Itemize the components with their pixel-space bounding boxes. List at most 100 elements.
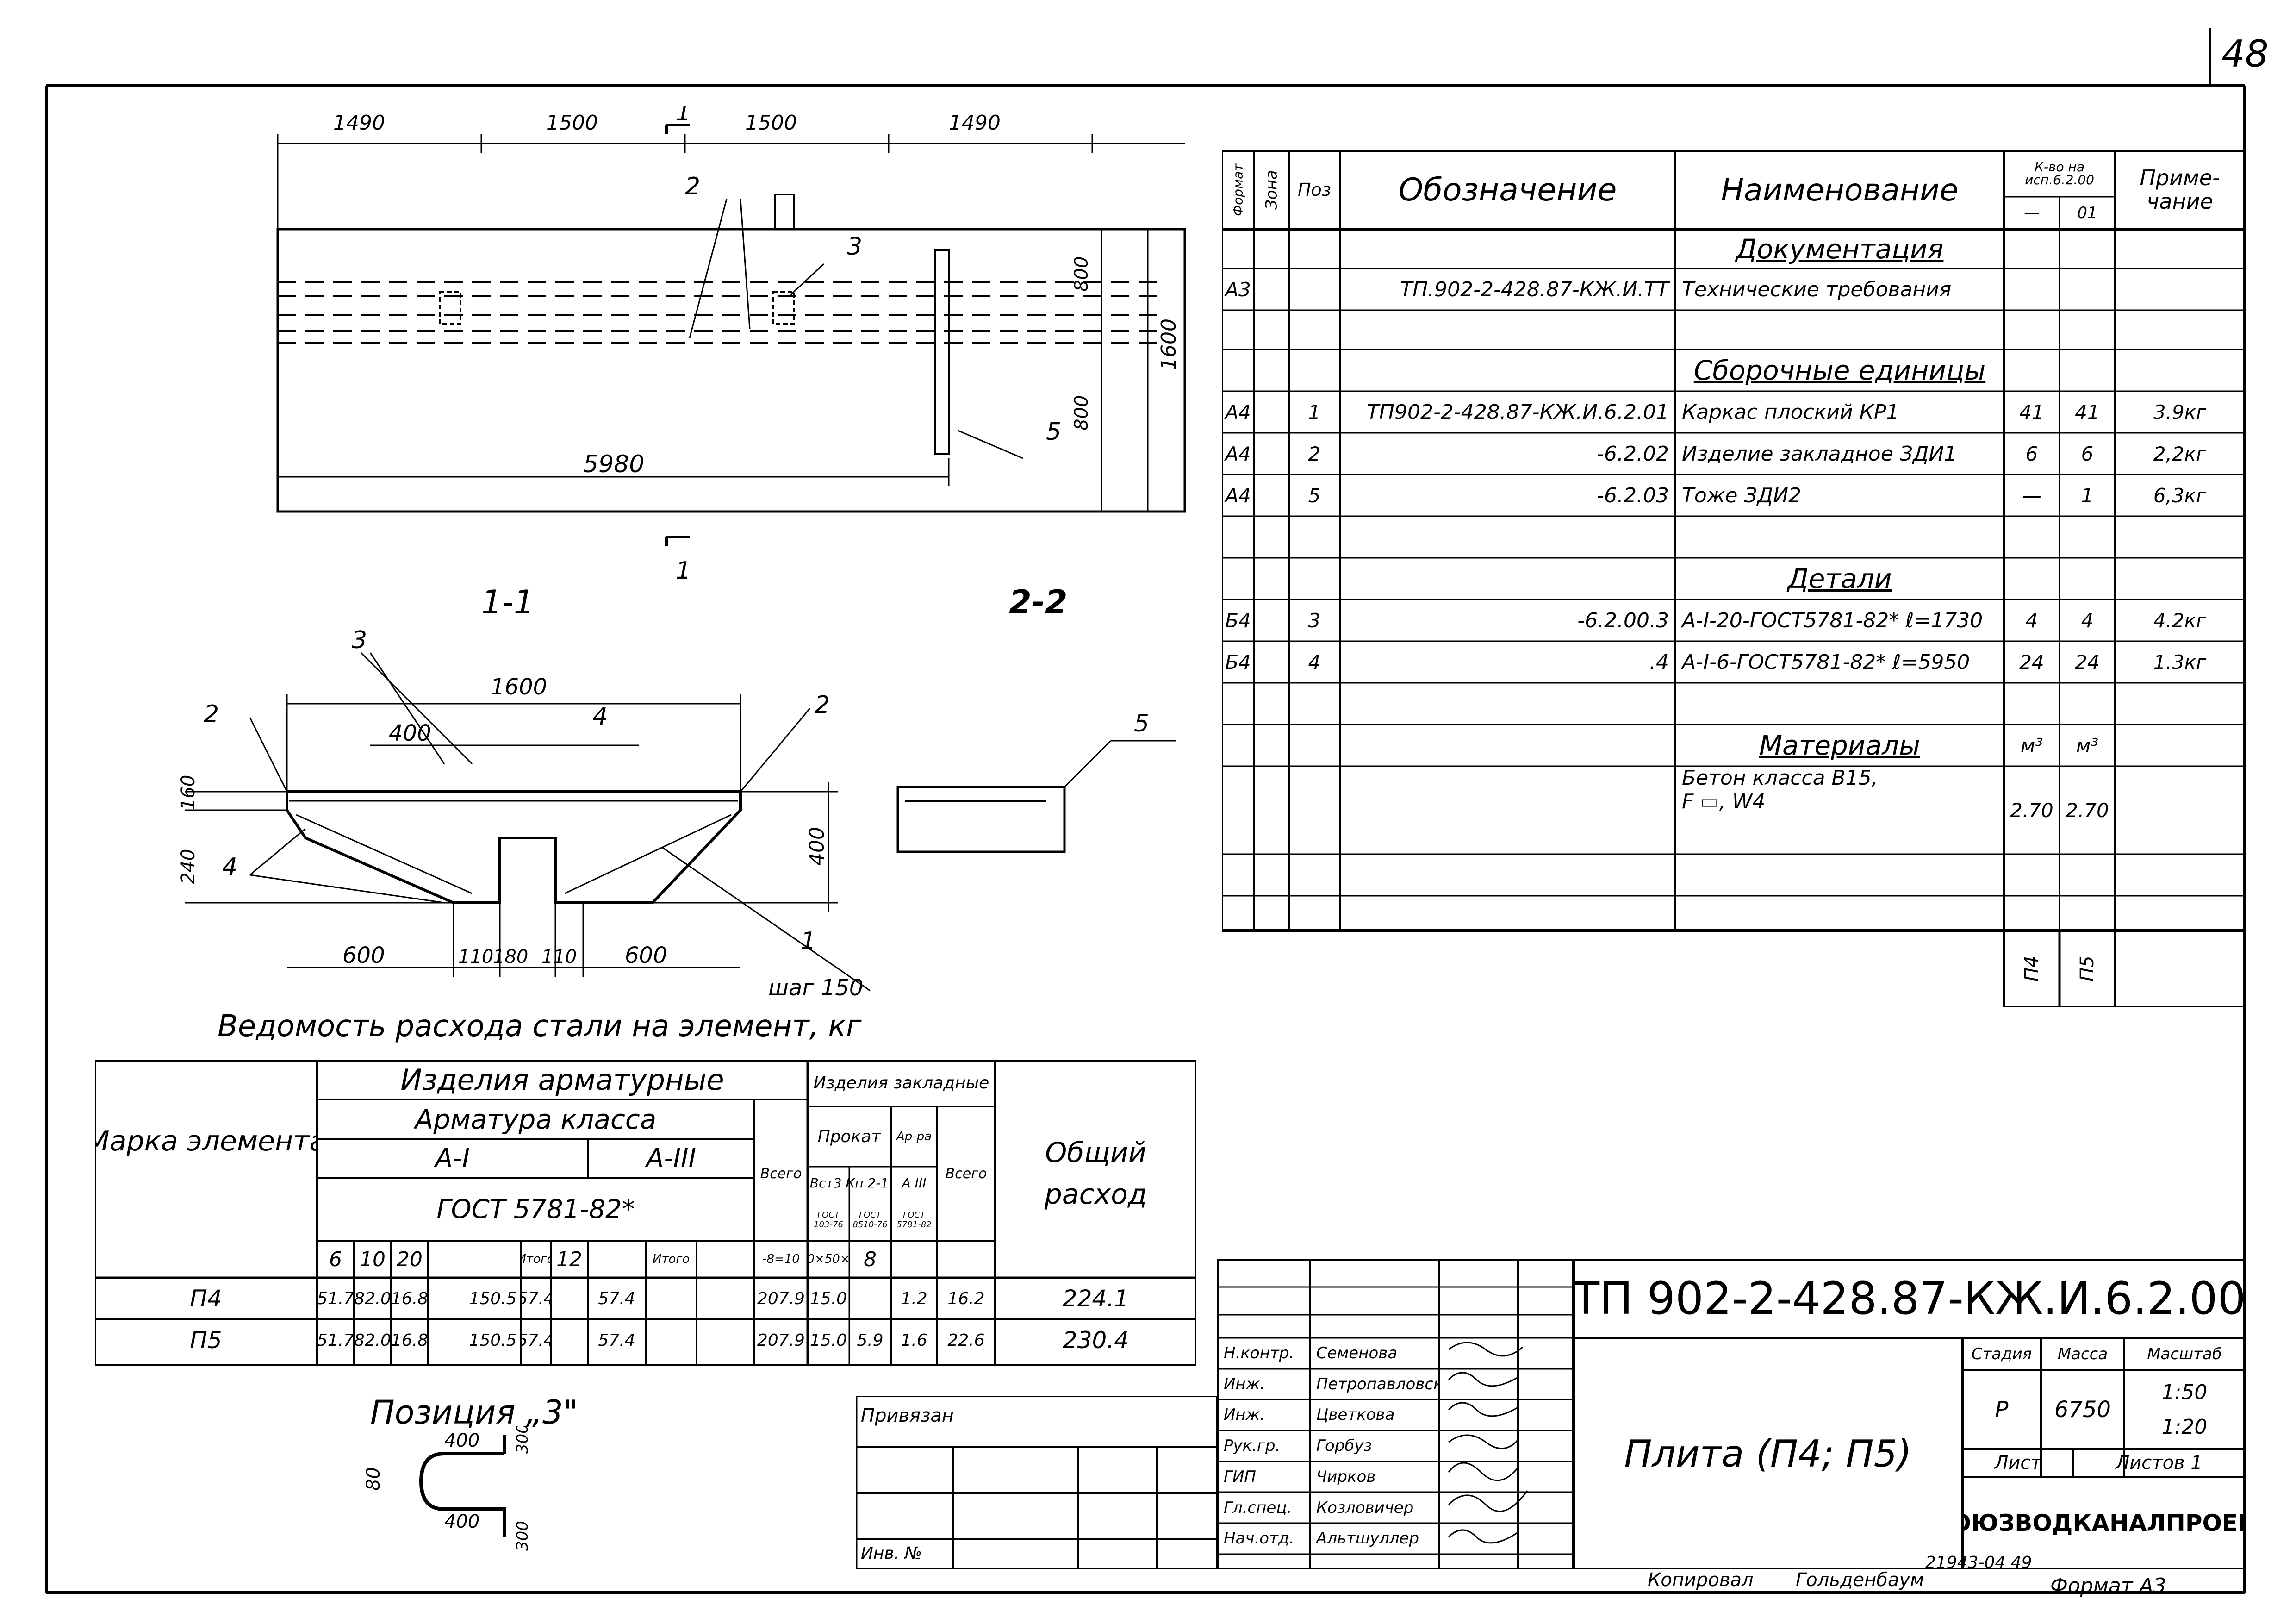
steel-row-mark: П5 [190, 1327, 222, 1354]
steel-a3: А-III [646, 1143, 697, 1174]
steel-subheader [588, 1241, 646, 1278]
dim-800a: 800 [1071, 256, 1092, 292]
spec-footer-p5: П5 [2077, 956, 2098, 982]
dim-1490b: 1490 [949, 111, 1001, 135]
steel-embedded: Изделия закладные [813, 1074, 989, 1093]
spec-cell-p [1289, 516, 1340, 558]
spec-cell-n: Материалы [1759, 730, 1920, 761]
steel-aiii: А III [902, 1175, 927, 1191]
spec-h-qty-a: — [2024, 204, 2040, 222]
pos3-dim-400a: 400 [444, 1430, 479, 1451]
spec-cell-n: Тоже ЗДИ2 [1682, 483, 1801, 507]
steel-subheader [891, 1241, 937, 1278]
spec-cell-a: 2.70 [2010, 799, 2053, 822]
scale-value-1: 1:50 [2161, 1380, 2208, 1404]
spec-cell-b [2060, 854, 2115, 896]
spec-cell-n [1675, 310, 2004, 350]
dim-800b: 800 [1071, 395, 1092, 431]
spec-cell-b: м³ [2076, 734, 2099, 757]
spec-cell-d [1340, 766, 1675, 854]
signature-role: Гл.спец. [1224, 1498, 1292, 1517]
spec-cell-d [1340, 854, 1675, 896]
sec-dim-600a: 600 [342, 943, 385, 968]
section-label-2-2: 2-2 [1009, 583, 1068, 621]
spec-cell-a [2004, 854, 2060, 896]
steel-row-value: 51.7 [317, 1289, 354, 1308]
signature-role: Н.контр. [1224, 1344, 1294, 1362]
page-number: 48 [2221, 32, 2269, 75]
steel-row-value: 207.9 [757, 1330, 805, 1350]
spec-cell-f: Б4 [1225, 650, 1251, 674]
sec-dim-160: 160 [178, 775, 199, 810]
steel-gost: ГОСТ 5781-82* [436, 1194, 635, 1224]
spec-cell-f: А3 [1225, 278, 1251, 301]
sec-label-4b: 4 [222, 853, 237, 881]
steel-row-value [551, 1278, 588, 1319]
spec-cell-b: 41 [2075, 400, 2100, 424]
spec-cell-n: Детали [1787, 563, 1892, 594]
signature-name: Горбуз [1316, 1437, 1372, 1455]
stage-header: Стадия [1971, 1345, 2032, 1363]
spec-cell-p [1289, 350, 1340, 391]
steel-row-value [849, 1278, 891, 1319]
spec-h-note: Приме-чание [2140, 165, 2220, 214]
spec-cell-b [2060, 229, 2115, 269]
steel-vst: Вст3 Кп 2-1 [809, 1175, 889, 1191]
steel-row-value: 150.5 [469, 1289, 517, 1308]
signature-name: Альтшуллер [1316, 1529, 1419, 1548]
sec-dim-110b: 110 [541, 946, 577, 968]
steel-g1: ГОСТ 103-76 [814, 1210, 843, 1230]
step-note: шаг 150 [768, 975, 863, 1001]
spec-cell-note: 2,2кг [2153, 442, 2207, 465]
spec-h-qty-b: 01 [2077, 204, 2097, 222]
spec-cell-f [1222, 229, 1254, 269]
steel-row-value: 57.4 [521, 1289, 551, 1308]
spec-cell-p [1289, 229, 1340, 269]
steel-subheader: -8=10 [762, 1252, 800, 1266]
reference-number: 21943-04 49 [1925, 1553, 2032, 1572]
spec-cell-d [1340, 310, 1675, 350]
steel-subheader [697, 1241, 754, 1278]
spec-cell-b [2060, 683, 2115, 725]
spec-cell-p [1289, 558, 1340, 600]
spec-cell-d [1340, 229, 1675, 269]
spec-cell-p: 3 [1308, 609, 1321, 632]
spec-cell-p [1289, 725, 1340, 766]
steel-subheader: 8 [864, 1247, 877, 1271]
spec-cell-p: 5 [1308, 484, 1321, 507]
spec-cell-a [2004, 350, 2060, 391]
sec2-label-5: 5 [1134, 710, 1149, 737]
format-label: Формат А3 [2050, 1574, 2166, 1598]
steel-total-embedded: Всего [945, 1165, 987, 1182]
spec-h-format: Формат [1230, 163, 1246, 216]
copied-label: Копировал [1648, 1569, 1754, 1591]
spec-cell-p: 4 [1308, 650, 1321, 674]
spec-cell-a: м³ [2020, 734, 2043, 757]
steel-row-value [428, 1319, 465, 1361]
spec-cell-note: 3.9кг [2153, 400, 2207, 424]
spec-cell-f [1222, 683, 1254, 725]
spec-cell-n: Изделие закладное ЗДИ1 [1682, 442, 1957, 466]
spec-cell-f: Б4 [1225, 609, 1251, 632]
spec-cell-note [2115, 558, 2245, 600]
spec-cell-b: 24 [2075, 650, 2100, 674]
steel-a1: А-I [435, 1143, 470, 1174]
steel-row-value: 1.6 [901, 1330, 927, 1350]
spec-cell-p [1289, 683, 1340, 725]
privyazan-block: Привязан Инв. № [856, 1396, 1217, 1569]
sec-label-2b: 2 [815, 691, 830, 719]
spec-cell-f [1222, 310, 1254, 350]
pos3-dim-300b: 300 [513, 1521, 532, 1551]
steel-total-label: Всего [760, 1165, 802, 1182]
steel-row-mark: П4 [190, 1285, 222, 1312]
drawing-code: ТП 902-2-428.87-КЖ.И.6.2.00 [1574, 1273, 2245, 1324]
steel-subheader: 6 [329, 1247, 342, 1271]
steel-row-value: 230.4 [1062, 1327, 1129, 1354]
spec-cell-b: 2.70 [2066, 799, 2109, 822]
spec-cell-note: 6,3кг [2153, 484, 2207, 507]
spec-cell-note [2115, 683, 2245, 725]
spec-cell-note: 1.3кг [2153, 650, 2207, 674]
spec-cell-a [2004, 516, 2060, 558]
spec-cell-d: -6.2.03 [1597, 483, 1669, 507]
spec-cell-n: Технические требования [1682, 277, 1952, 301]
